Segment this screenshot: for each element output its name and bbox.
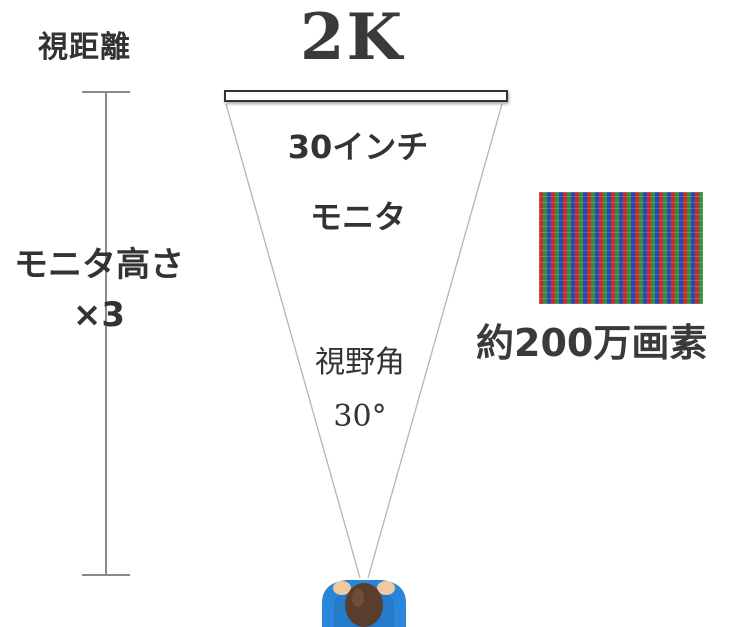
monitor-height-label: モニタ高さ ×3 (4, 240, 194, 340)
monitor-height-line2: ×3 (72, 295, 126, 335)
view-angle-line1: 視野角 (315, 345, 405, 380)
rgb-subpixel-grid (539, 192, 703, 304)
view-angle-value: 30° (333, 399, 387, 434)
pixel-count-label: 約200万画素 (476, 321, 708, 365)
resolution-title: 2K (300, 0, 405, 75)
view-cone-right-edge (367, 103, 503, 579)
viewing-distance-label: 視距離 (38, 30, 131, 65)
monitor-top-view (224, 90, 508, 102)
view-angle-label: 視野角 30° (290, 336, 430, 444)
monitor-size-label: 30インチ (287, 128, 429, 166)
monitor-label: モニタ (309, 198, 406, 236)
monitor-height-line1: モニタ高さ (14, 245, 184, 285)
person-top-view-icon (322, 580, 406, 627)
view-cone-left-edge (225, 103, 361, 579)
